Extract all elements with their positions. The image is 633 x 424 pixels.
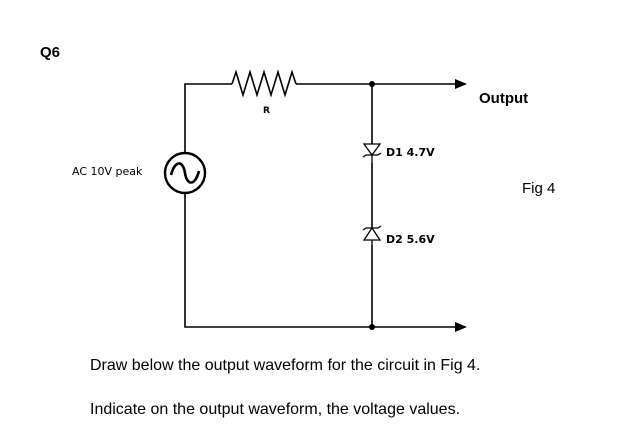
source-label: AC 10V peak bbox=[72, 165, 143, 178]
wire-top-left bbox=[184, 83, 232, 152]
ac-source-icon bbox=[163, 151, 207, 195]
junction-dot-icon bbox=[369, 81, 375, 87]
resistor-icon bbox=[231, 69, 297, 98]
instruction-2: Indicate on the output waveform, the vol… bbox=[90, 401, 461, 418]
zener-diode-d2-icon bbox=[362, 225, 382, 245]
instruction-1: Draw below the output waveform for the c… bbox=[90, 357, 481, 374]
question-number: Q6 bbox=[40, 44, 61, 61]
output-arrow-icon bbox=[455, 79, 467, 89]
d2-label: D2 5.6V bbox=[386, 233, 435, 246]
wire-left-bottom bbox=[184, 193, 455, 328]
figure-label: Fig 4 bbox=[522, 180, 556, 197]
junction-dot-bottom-icon bbox=[369, 324, 375, 330]
resistor-label: R bbox=[263, 106, 270, 116]
output-label: Output bbox=[479, 90, 529, 107]
d1-label: D1 4.7V bbox=[386, 146, 435, 159]
bottom-arrow-icon bbox=[455, 322, 467, 332]
zener-diode-d1-icon bbox=[362, 143, 382, 163]
